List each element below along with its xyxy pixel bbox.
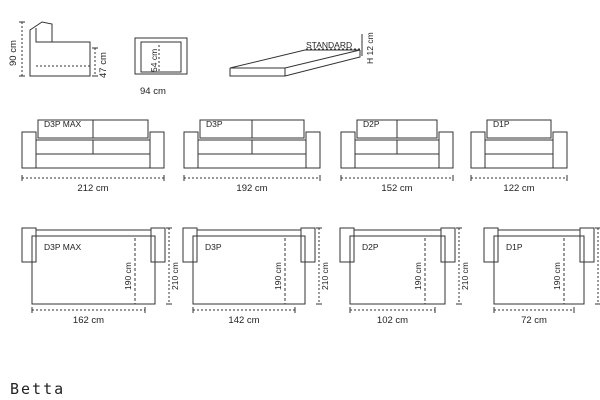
front-view-name: D2P	[363, 119, 380, 129]
front-views: D3P MAX 212 cm D3P 192 cm D2P 152 cm D1P 122 cm	[21, 119, 568, 194]
front-view-name: D1P	[493, 119, 510, 129]
mattress-top	[229, 49, 361, 69]
bed-width-label: 102 cm	[377, 315, 408, 326]
seat-depth-label: 94 cm	[140, 86, 166, 97]
seat-thickness-label: 54 cm	[149, 49, 159, 72]
bed-view-d3p-max	[21, 227, 172, 313]
mattress-height-label: H 12 cm	[365, 32, 375, 64]
bed-length-label: 190 cm	[413, 262, 423, 290]
front-view-d2p	[340, 119, 454, 181]
bed-length-label: 190 cm	[123, 262, 133, 290]
front-width-label: 192 cm	[236, 183, 267, 194]
bed-width-label: 162 cm	[73, 315, 104, 326]
bed-view-name: D3P MAX	[44, 242, 81, 252]
front-view-d3p-max	[21, 119, 165, 181]
bed-view-d3p	[182, 227, 322, 313]
seat-height-label: 47 cm	[98, 52, 109, 78]
front-width-label: 152 cm	[381, 183, 412, 194]
bed-width-label: 72 cm	[521, 315, 547, 326]
open-length-label: 210 cm	[320, 262, 330, 290]
front-width-label: 212 cm	[77, 183, 108, 194]
bed-view-d2p	[339, 227, 462, 313]
front-view-name: D3P MAX	[44, 119, 81, 129]
side-view-outline	[29, 21, 91, 77]
side-view	[19, 21, 98, 77]
bed-length-label: 190 cm	[552, 262, 562, 290]
side-height-label: 90 cm	[8, 40, 19, 66]
seat-outline	[134, 37, 188, 75]
mattress-drawing	[229, 34, 363, 77]
bed-view-name: D3P	[205, 242, 222, 252]
bed-width-label: 142 cm	[228, 315, 259, 326]
bed-length-label: 190 cm	[273, 262, 283, 290]
front-view-d3p	[183, 119, 321, 181]
seat-top-view	[134, 37, 188, 75]
front-width-label: 122 cm	[503, 183, 534, 194]
bed-view-name: D1P	[506, 242, 523, 252]
front-view-d1p	[470, 119, 568, 181]
mattress-label: STANDARD	[306, 40, 352, 50]
bed-views: D3P MAX 190 cm 210 cm 162 cm D3P 190 cm 210 cm…	[21, 227, 600, 326]
open-length-label: 210 cm	[170, 262, 180, 290]
bed-view-d1p	[483, 227, 600, 313]
open-length-label: 210 cm	[460, 262, 470, 290]
brand-name: Betta	[10, 380, 66, 398]
bed-view-name: D2P	[362, 242, 379, 252]
front-view-name: D3P	[206, 119, 223, 129]
